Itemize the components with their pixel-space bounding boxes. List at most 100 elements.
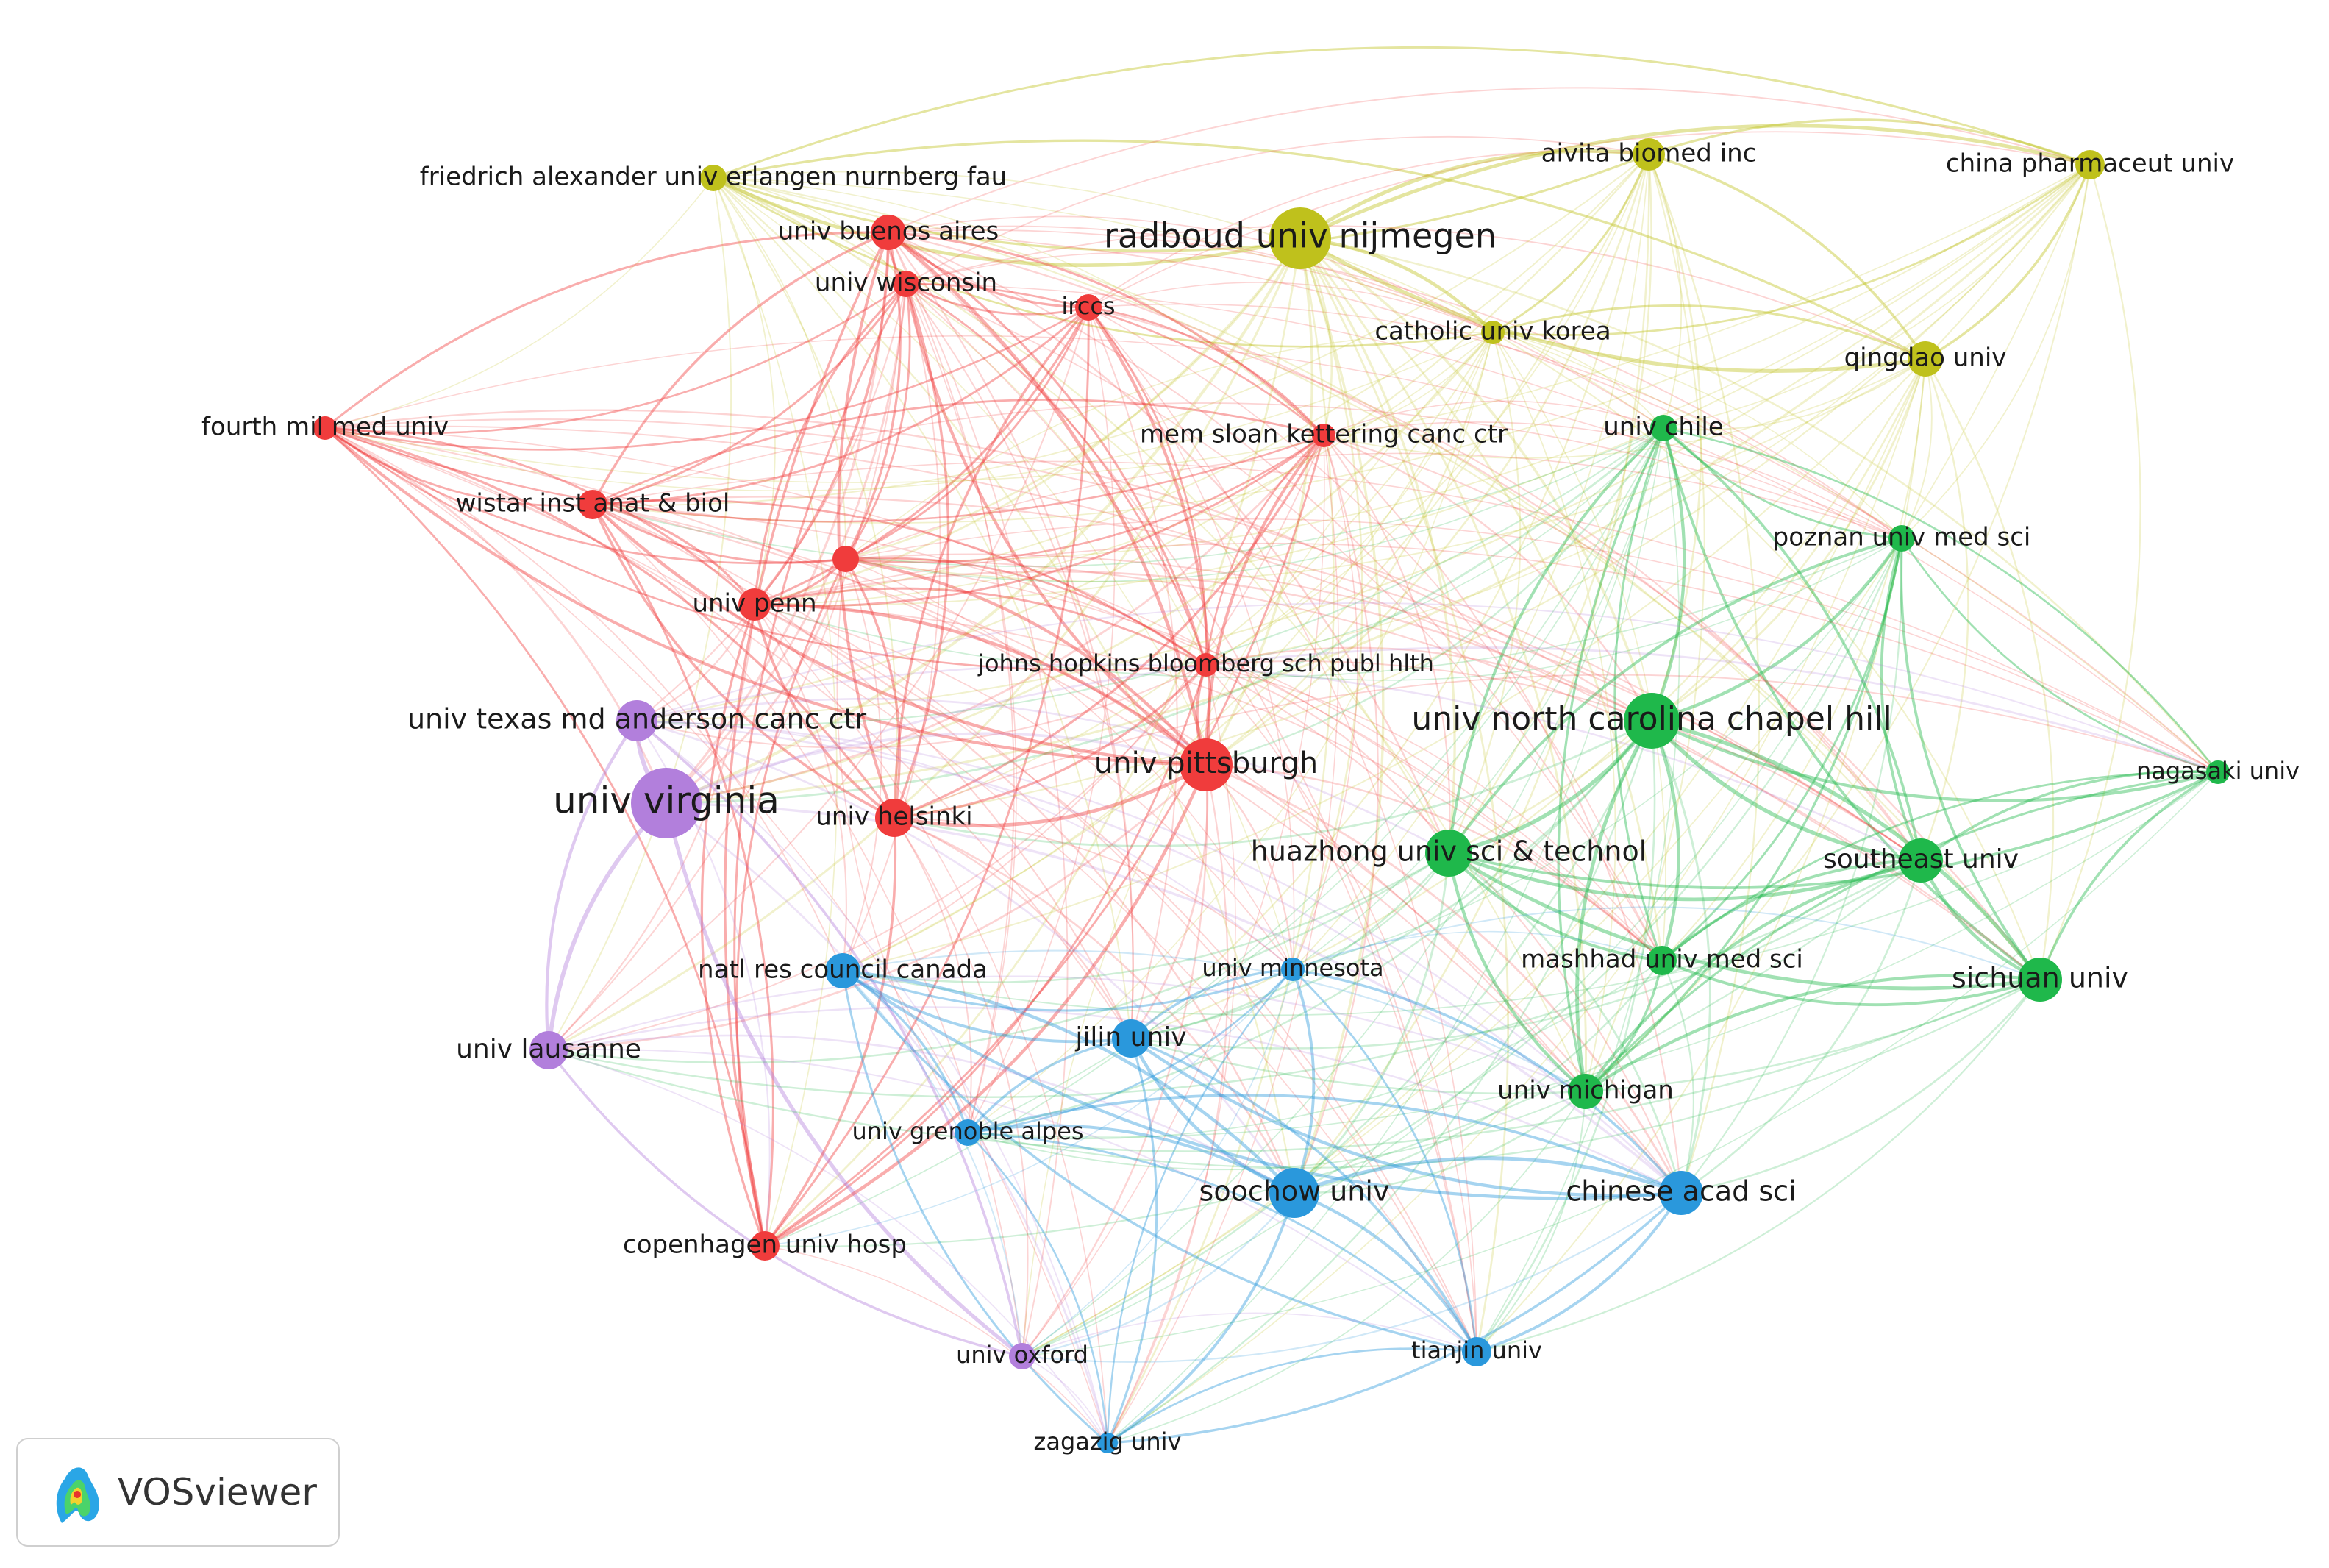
link-catholic-memsloan — [1323, 332, 1494, 436]
link-unc-jilin — [1130, 720, 1653, 1040]
node-wistar[interactable] — [578, 490, 607, 519]
link-aivita-huazhong — [1448, 154, 1652, 854]
link-minnesota-grenoble — [967, 969, 1294, 1134]
node-fourth[interactable] — [313, 416, 337, 440]
node-penn[interactable] — [738, 588, 771, 621]
link-fourth-copenhagen — [324, 427, 766, 1247]
link-minnesota-oxford — [1021, 969, 1294, 1357]
node-unc[interactable] — [1624, 693, 1680, 749]
node-qingdao[interactable] — [1908, 341, 1943, 377]
node-copenhagen[interactable] — [750, 1231, 780, 1261]
node-michigan[interactable] — [1568, 1074, 1603, 1109]
node-helsinki[interactable] — [875, 799, 913, 837]
node-cas[interactable] — [1659, 1171, 1703, 1215]
node-memsloan[interactable] — [1312, 424, 1335, 447]
link-fourth-wistar — [324, 427, 593, 507]
link-aivita-mdanderson — [636, 154, 1649, 722]
link-wisconsin-lausanne — [548, 283, 907, 1051]
link-unc-huazhong — [1448, 719, 1654, 855]
link-memsloan-huazhong — [1323, 435, 1451, 854]
link-irccs-memsloan — [1088, 306, 1324, 436]
link-wisconsin-memsloan — [905, 282, 1324, 437]
link-chile-wistar — [592, 427, 1664, 567]
link-wisconsin-unlabeled — [844, 283, 911, 560]
node-zagazig[interactable] — [1097, 1433, 1118, 1453]
link-friedrich-helsinki — [713, 177, 898, 819]
link-chinapharm-oxford — [1021, 164, 2091, 1357]
link-southeast-copenhagen — [764, 860, 1922, 1247]
node-nagasaki[interactable] — [2206, 760, 2230, 784]
link-irccs-jhu — [1087, 307, 1208, 666]
node-jhu[interactable] — [1194, 653, 1218, 677]
link-unlabeled-virginia — [666, 558, 847, 805]
link-aivita-catholic — [1492, 154, 1650, 334]
node-soochow[interactable] — [1269, 1168, 1319, 1218]
label-oxford: univ oxford — [956, 1341, 1088, 1369]
label-mashhad: mashhad univ med sci — [1521, 945, 1803, 974]
link-unlabeled-helsinki — [844, 558, 901, 819]
link-buenos-chinapharm — [888, 87, 2091, 233]
node-friedrich[interactable] — [700, 165, 727, 191]
link-fourth-unlabeled — [324, 427, 846, 565]
link-wistar-michigan — [592, 504, 1586, 1092]
label-friedrich: friedrich alexander univ erlangen nurnbe… — [420, 163, 1007, 192]
node-radboud[interactable] — [1269, 207, 1331, 269]
label-chinapharm: china pharmaceut univ — [1946, 149, 2234, 179]
node-irccs[interactable] — [1075, 294, 1102, 321]
node-natlres[interactable] — [825, 953, 860, 988]
link-wisconsin-natlres — [842, 283, 941, 972]
link-memsloan-virginia — [666, 435, 1325, 805]
node-chile[interactable] — [1650, 415, 1677, 441]
node-buenos[interactable] — [871, 215, 906, 250]
link-penn-mashhad — [754, 604, 1663, 961]
node-minnesota[interactable] — [1281, 958, 1305, 981]
link-virginia-lausanne — [546, 801, 668, 1051]
link-catholic-michigan — [1492, 332, 1616, 1092]
link-wisconsin-aivita — [905, 135, 1649, 285]
link-chile-poznan — [1663, 427, 1902, 540]
node-mdanderson[interactable] — [616, 700, 657, 741]
node-lausanne[interactable] — [529, 1031, 568, 1069]
link-nagasaki-michigan — [1584, 771, 2219, 1093]
link-chinapharm-sichuan — [2039, 164, 2141, 980]
link-wistar-poznan — [592, 402, 1902, 539]
link-poznan-mashhad — [1661, 538, 1903, 962]
link-wistar-penn — [592, 503, 756, 606]
link-huazhong-natlres — [842, 852, 1449, 983]
link-friedrich-nagasaki — [713, 177, 2219, 773]
node-wisconsin[interactable] — [893, 271, 919, 297]
link-cas-zagazig — [1107, 1191, 1683, 1444]
link-penn-nagasaki — [754, 542, 2219, 773]
link-natlres-tianjin — [841, 969, 1477, 1353]
link-buenos-virginia — [665, 232, 890, 805]
link-buenos-memsloan — [888, 231, 1325, 437]
node-unlabeled[interactable] — [832, 546, 859, 572]
link-qingdao-mashhad — [1661, 358, 1926, 961]
node-mashhad[interactable] — [1647, 946, 1677, 975]
link-grenoble-zagazig — [967, 1132, 1109, 1444]
node-pittsburgh[interactable] — [1180, 738, 1233, 791]
node-chinapharm[interactable] — [2075, 150, 2105, 179]
link-michigan-grenoble — [967, 1091, 1586, 1171]
node-grenoble[interactable] — [955, 1119, 981, 1146]
link-pittsburgh-jilin — [1130, 764, 1209, 1039]
node-catholic[interactable] — [1481, 321, 1505, 344]
node-southeast[interactable] — [1899, 838, 1943, 883]
link-chile-southeast — [1662, 427, 1922, 861]
link-lausanne-zagazig — [548, 1050, 1108, 1444]
link-jhu-tianjin — [1205, 664, 1477, 1353]
node-tianjin[interactable] — [1462, 1337, 1491, 1366]
node-jilin[interactable] — [1112, 1019, 1150, 1058]
link-wistar-jilin — [592, 504, 1132, 1039]
link-nagasaki-southeast — [1919, 770, 2219, 862]
node-huazhong[interactable] — [1425, 830, 1472, 877]
node-virginia[interactable] — [631, 768, 702, 838]
link-jilin-tianjin — [1130, 1037, 1478, 1353]
node-aivita[interactable] — [1633, 138, 1665, 171]
node-oxford[interactable] — [1009, 1343, 1035, 1369]
link-natlres-soochow — [842, 969, 1296, 1194]
node-sichuan[interactable] — [2018, 958, 2062, 1002]
node-poznan[interactable] — [1888, 525, 1915, 552]
link-wisconsin-copenhagen — [733, 283, 907, 1247]
link-chile-mashhad — [1613, 427, 1665, 961]
